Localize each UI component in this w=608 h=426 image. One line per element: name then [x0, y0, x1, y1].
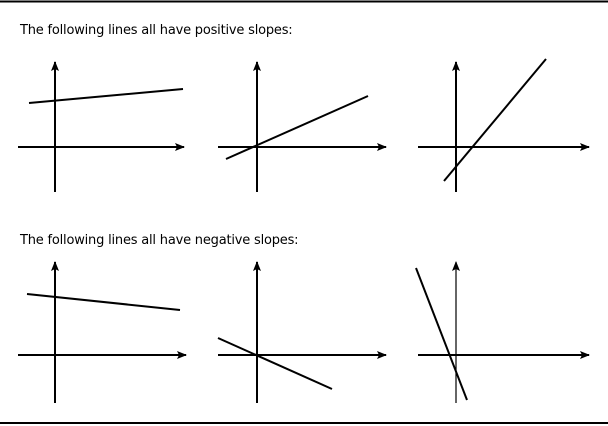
negative-slopes-heading: The following lines all have negative sl… — [20, 233, 299, 248]
graph-negative-medium — [217, 261, 387, 403]
graph-negative-steep — [415, 261, 590, 403]
slope-line — [217, 337, 333, 390]
graph-negative-shallow — [18, 261, 187, 403]
positive-slopes-heading: The following lines all have positive sl… — [20, 23, 293, 38]
slope-line — [28, 88, 184, 104]
slope-line — [225, 95, 369, 160]
slope-line — [415, 267, 468, 401]
graph-positive-steep — [418, 58, 590, 192]
slope-line — [443, 58, 547, 182]
graph-positive-medium — [218, 61, 387, 192]
slope-line — [26, 293, 181, 311]
graph-positive-shallow — [18, 61, 185, 192]
